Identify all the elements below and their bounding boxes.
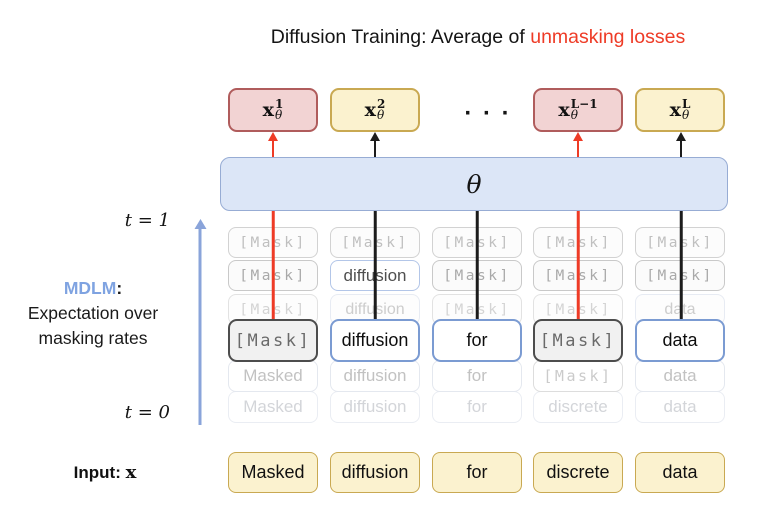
token-row-sample-5: Masked diffusion for discrete data [0,391,778,423]
ellipsis: · · · [464,100,512,127]
token-cell: discrete [533,391,623,423]
theta-label: θ [466,169,482,199]
arrowhead-icon [194,219,206,229]
arrowhead-icon [573,132,583,141]
math-subscript: θ [376,108,385,122]
arrowhead-icon [268,132,278,141]
token-cell: Masked [228,391,318,423]
token-line [373,211,377,321]
token-cell: for [432,391,522,423]
token-cell: for [432,360,522,392]
title-text: Diffusion Training: Average of [270,26,531,48]
token-line [271,211,275,321]
time-label-t0: t = 0 [124,402,170,423]
token-cell: diffusion [330,360,420,392]
token-line [576,211,580,321]
arrowhead-icon [370,132,380,141]
input-label-text: Input: [73,463,121,482]
math-superscript: L−1 [570,97,598,111]
method-desc-line2: masking rates [38,328,148,348]
token-cell: data [635,360,725,392]
input-token: for [432,452,522,493]
token-row-sample-4: Masked diffusion for [Mask] data [0,360,778,392]
arrow-line [271,141,275,157]
time-axis-arrow-icon [194,219,207,425]
math-subscript: θ [274,108,283,122]
token-line [679,211,683,321]
up-arrow-icon [369,132,381,157]
method-caption: MDLM: Expectation over masking rates [0,276,186,351]
up-arrow-icon [675,132,687,157]
up-arrow-icon [267,132,279,157]
token-row-sample-1: [Mask] [Mask] [Mask] [Mask] [Mask] [0,227,778,258]
math-base: x [364,99,376,121]
token-cell: data [635,391,725,423]
token-row-sample-2: [Mask] diffusion [Mask] [Mask] [Mask] [0,260,778,291]
input-token: diffusion [330,452,420,493]
token-cell: diffusion [330,391,420,423]
arrowhead-icon [676,132,686,141]
method-name-line: MDLM: [0,276,186,301]
token-cell-mask: [Mask] [228,319,318,362]
math-base: x [669,99,681,121]
arrow-line [198,229,202,425]
input-label-math-x: x [125,462,137,483]
math-base: x [262,99,274,121]
token-cell-word: for [432,319,522,362]
math-superscript: 2 [376,97,386,111]
token-line [475,211,479,321]
time-label-t1: t = 1 [124,210,170,231]
method-colon: : [116,278,123,298]
token-row-main: [Mask] diffusion for [Mask] data [0,319,778,362]
title-highlight: unmasking losses [530,26,686,48]
token-cell-word: data [635,319,725,362]
arrow-line [576,141,580,157]
math-subscript: θ [681,108,690,122]
input-token: Masked [228,452,318,493]
input-label: Input: x [55,462,155,483]
up-arrow-icon [572,132,584,157]
network-bar: θ [220,157,728,211]
input-token: data [635,452,725,493]
arrow-line [373,141,377,157]
math-superscript: 1 [274,97,284,111]
math-base: x [558,99,570,121]
diagram-title: Diffusion Training: Average of unmasking… [178,26,778,49]
token-cell: [Mask] [533,360,623,392]
math-superscript: L [681,97,691,111]
method-desc-line1: Expectation over [27,303,159,323]
token-cell: Masked [228,360,318,392]
token-cell-mask: [Mask] [533,319,623,362]
math-subscript: θ [570,108,578,122]
arrow-line [679,141,683,157]
input-token: discrete [533,452,623,493]
method-name: MDLM [63,278,117,298]
token-cell-word: diffusion [330,319,420,362]
